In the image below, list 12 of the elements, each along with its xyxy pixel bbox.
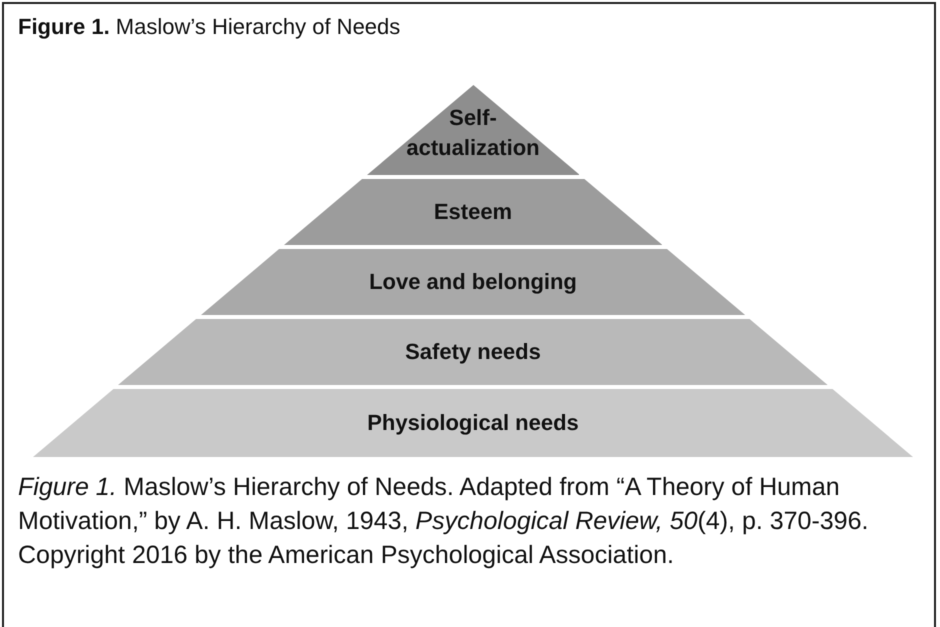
tier-label: Physiological needs <box>367 410 579 436</box>
pyramid-tier <box>284 179 662 245</box>
pyramid-tier <box>33 389 913 457</box>
tier-label: Love and belonging <box>369 269 577 295</box>
pyramid-tier <box>200 249 746 315</box>
figure-title: Figure 1. Maslow’s Hierarchy of Needs <box>18 14 400 40</box>
pyramid-apex <box>366 85 580 175</box>
pyramid-tier <box>118 319 828 385</box>
tier-label: Safety needs <box>405 339 541 365</box>
figure-caption: Figure 1. Maslow’s Hierarchy of Needs. Adapted from “A Theory of Human Motivation,” by A. H. Maslow, 1943, Psychological Review, 50(4), p. 370-396. Copyright 2016 by the American Psychological Association. <box>18 472 870 571</box>
tier-label: Self-actualization <box>405 104 541 162</box>
tier-label: Esteem <box>434 199 512 225</box>
